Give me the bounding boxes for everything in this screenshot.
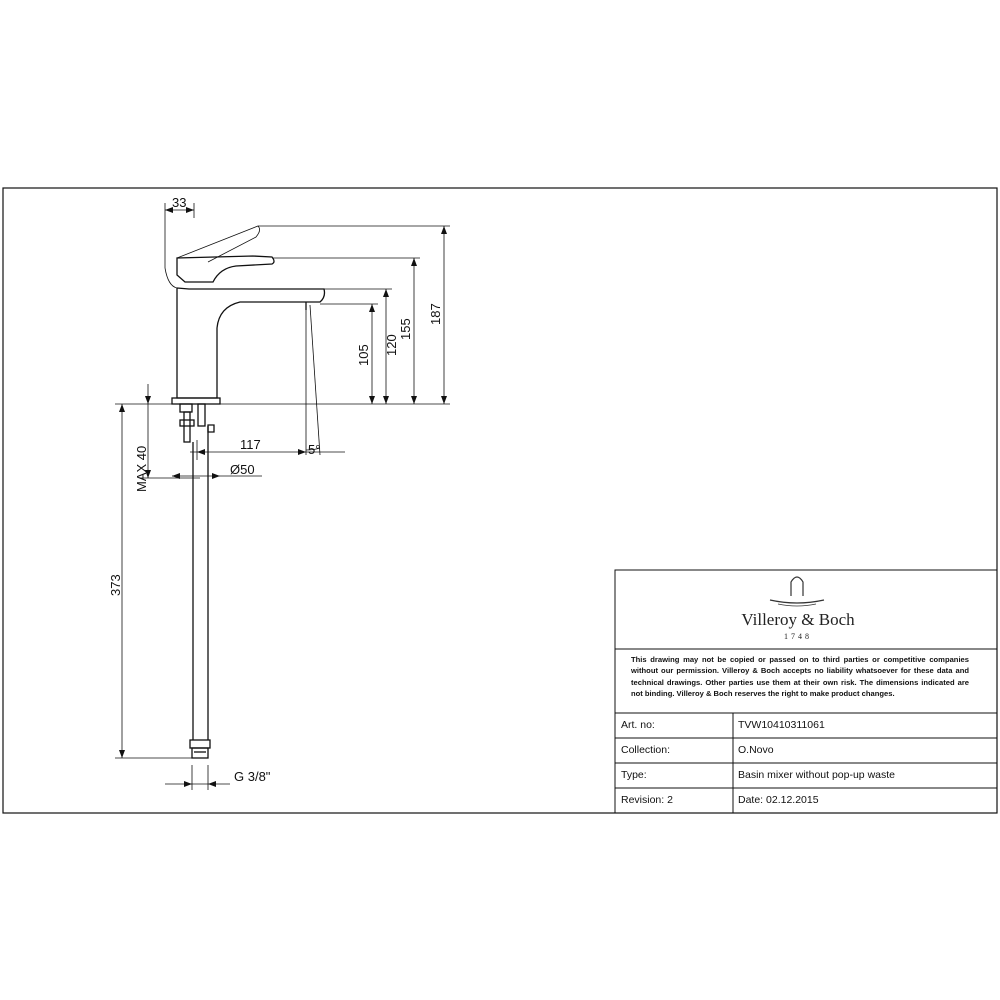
dim-105: 105	[356, 344, 371, 366]
brand-year: 1748	[784, 632, 812, 641]
dim-187: 187	[428, 303, 443, 325]
dimension-arrows	[119, 207, 447, 787]
brand-name: Villeroy & Boch	[741, 610, 855, 629]
dimension-lines	[115, 203, 450, 790]
dim-diameter-50: Ø50	[230, 462, 255, 477]
faucet-outline	[164, 225, 326, 759]
row-label-revision: Revision: 2	[621, 794, 673, 806]
dim-117: 117	[240, 437, 261, 452]
row-label-collection: Collection:	[621, 744, 671, 756]
brand-logo-icon	[769, 576, 825, 607]
dim-g-3-8: G 3/8"	[234, 769, 271, 784]
row-label-type: Type:	[621, 769, 647, 781]
dim-5-degrees: 5°	[308, 442, 320, 457]
sheet-border	[2, 187, 998, 814]
dim-373: 373	[108, 574, 123, 596]
dim-max-40: MAX 40	[134, 446, 149, 492]
row-value-type: Basin mixer without pop-up waste	[738, 769, 895, 781]
disclaimer-text: This drawing may not be copied or passed…	[631, 655, 969, 698]
dim-33: 33	[172, 195, 186, 210]
title-block	[614, 569, 998, 814]
row-value-art-no: TVW10410311061	[738, 719, 825, 731]
flow-lines	[305, 304, 321, 456]
row-value-collection: O.Novo	[738, 744, 774, 756]
row-value-date: Date: 02.12.2015	[738, 794, 819, 806]
row-label-art-no: Art. no:	[621, 719, 655, 731]
dim-120: 120	[384, 334, 399, 356]
dim-155: 155	[398, 318, 413, 340]
